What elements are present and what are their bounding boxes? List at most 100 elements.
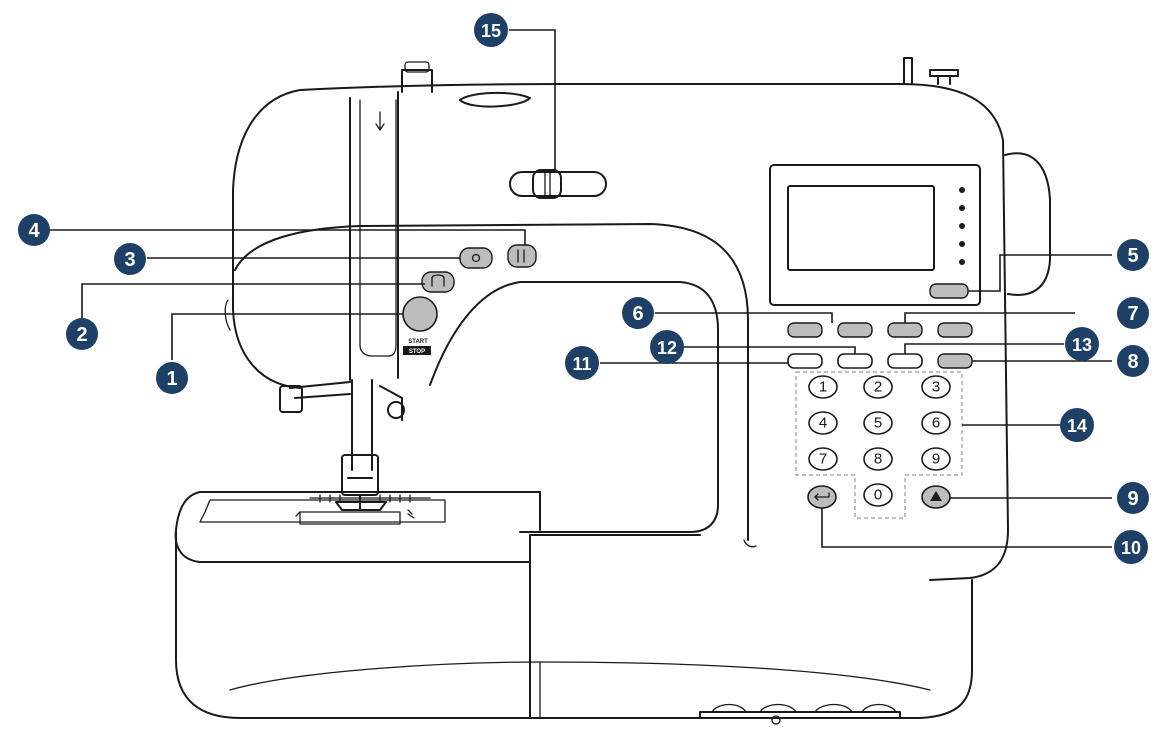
key-6-label: 6 — [932, 415, 940, 432]
leader-13 — [904, 343, 1064, 354]
func-button-5[interactable] — [787, 353, 823, 369]
key-6[interactable] — [921, 411, 951, 435]
svg-text:10: 10 — [1121, 538, 1141, 558]
key-4[interactable] — [808, 411, 838, 435]
func-button-3[interactable] — [887, 322, 923, 338]
func-button-2[interactable] — [837, 322, 873, 338]
machine-head-outline — [232, 89, 301, 389]
svg-text:9: 9 — [1127, 488, 1138, 510]
machine-arm-outline — [299, 83, 1009, 581]
presser-foot-assembly — [279, 379, 405, 511]
base-outline — [174, 529, 973, 719]
svg-text:1: 1 — [166, 368, 177, 390]
key-9[interactable] — [921, 447, 951, 471]
leader-15 — [509, 29, 556, 172]
key-0-label: 0 — [874, 487, 882, 504]
func-button-1[interactable] — [787, 322, 823, 338]
top-thread-guide — [459, 91, 531, 108]
func-button-4[interactable] — [937, 322, 973, 338]
key-7[interactable] — [808, 447, 838, 471]
lcd-screen — [787, 185, 935, 271]
key-5-label: 5 — [874, 415, 882, 432]
svg-text:5: 5 — [1127, 245, 1138, 267]
leader-lines — [34, 29, 1112, 548]
needle-up-down-mark — [517, 249, 525, 263]
callout-15: 15 — [474, 13, 508, 47]
auto-lock-button[interactable] — [459, 247, 493, 269]
thread-arrow-mark — [375, 111, 385, 131]
leader-2 — [81, 283, 425, 319]
svg-text:6: 6 — [632, 303, 643, 325]
callout-10: 10 — [1114, 530, 1148, 564]
needle-plate-markings — [309, 494, 431, 503]
leader-10 — [821, 508, 1112, 548]
leader-6 — [655, 312, 833, 323]
callout-badges: 1 2 3 4 5 6 7 8 9 10 11 12 13 14 15 — [18, 13, 1149, 564]
bobbin-winder — [929, 69, 959, 85]
callout-6: 6 — [622, 297, 654, 329]
callout-14: 14 — [1060, 408, 1094, 442]
svg-text:14: 14 — [1067, 416, 1087, 436]
key-5[interactable] — [863, 411, 893, 435]
inner-arch-outline — [234, 223, 749, 541]
callout-12: 12 — [650, 330, 684, 364]
leader-4 — [34, 229, 526, 245]
top-tension-knob-cap — [404, 61, 430, 73]
callout-13: 13 — [1065, 327, 1099, 361]
triangle-up-icon — [930, 491, 942, 501]
base-contour — [229, 661, 931, 691]
leader-1 — [171, 313, 403, 360]
reverse-button[interactable] — [421, 271, 455, 293]
key-2[interactable] — [863, 375, 893, 399]
callout-4: 4 — [18, 214, 50, 246]
key-1-label: 1 — [819, 379, 827, 396]
callout-9: 9 — [1117, 482, 1149, 514]
callout-3: 3 — [114, 243, 146, 275]
callout-1: 1 — [156, 362, 188, 394]
stop-label: STOP — [409, 349, 425, 355]
start-stop-button[interactable] — [402, 296, 438, 332]
key-7-label: 7 — [819, 451, 827, 468]
svg-text:3: 3 — [124, 249, 135, 271]
key-0[interactable] — [863, 483, 893, 507]
func-button-8[interactable] — [937, 353, 973, 369]
speed-slider-knob[interactable] — [532, 169, 562, 199]
callout-8: 8 — [1117, 345, 1149, 377]
stop-label-bg — [403, 346, 431, 355]
leader-7 — [904, 312, 1075, 323]
auto-lock-mark — [471, 253, 481, 263]
func-button-6[interactable] — [837, 353, 873, 369]
handwheel — [1004, 152, 1051, 296]
key-2-label: 2 — [874, 379, 882, 396]
mode-button[interactable] — [929, 283, 969, 299]
key-3[interactable] — [921, 375, 951, 399]
leader-5 — [968, 254, 1112, 292]
side-detail — [224, 299, 231, 331]
reverse-mark — [431, 274, 445, 287]
socket-pin — [771, 715, 781, 725]
key-1[interactable] — [808, 375, 838, 399]
spool-pin — [903, 57, 913, 85]
svg-text:2: 2 — [76, 324, 87, 346]
thread-guide-slot — [359, 99, 397, 357]
svg-text:8: 8 — [1127, 351, 1138, 373]
callout-2: 2 — [66, 318, 98, 350]
speed-slider-track[interactable] — [509, 171, 607, 197]
svg-text:11: 11 — [572, 354, 591, 374]
top-tension-knob — [401, 69, 433, 93]
callout-11: 11 — [565, 346, 599, 380]
key-8[interactable] — [863, 447, 893, 471]
key-4-label: 4 — [819, 415, 827, 432]
svg-text:13: 13 — [1072, 335, 1092, 355]
callout-7: 7 — [1117, 297, 1149, 329]
needle-plate — [199, 499, 446, 523]
foot-controller-socket — [699, 711, 901, 719]
needle-plate-guides — [295, 509, 415, 519]
key-8-label: 8 — [874, 451, 882, 468]
svg-text:7: 7 — [1127, 303, 1138, 325]
leader-12 — [683, 346, 856, 354]
needle-up-down-button[interactable] — [507, 244, 537, 268]
func-button-7[interactable] — [887, 353, 923, 369]
sewing-bed-top — [175, 491, 541, 531]
